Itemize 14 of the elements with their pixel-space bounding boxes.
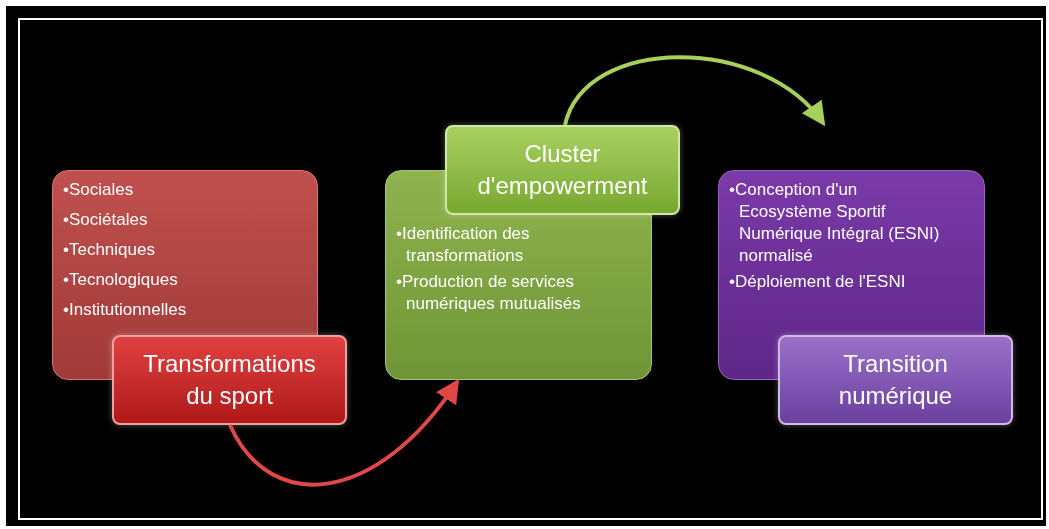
title-box: Transition numérique <box>778 335 1013 425</box>
curved-arrow <box>563 55 826 127</box>
bullet-item: •Déploiement de l'ESNI <box>729 271 907 293</box>
bullet-item: •Techniques <box>63 239 156 261</box>
bullet-item: •Production de services numériques mutualisés <box>396 271 582 315</box>
bullet-item: •Institutionnelles <box>63 299 188 321</box>
bullet-item: •Sociales <box>63 179 135 201</box>
bullet-item: •Tecnologiques <box>63 269 179 291</box>
bullet-item: •Conception d'un Ecosystème Sportif Numérique Intégral (ESNI) normalisé <box>729 179 941 267</box>
title-box: Transformations du sport <box>112 335 347 425</box>
curved-arrow <box>228 378 460 487</box>
bullet-item: •Identification des transformations <box>396 223 531 267</box>
title-box: Cluster d'empowerment <box>445 125 680 215</box>
bullet-item: •Sociétales <box>63 209 149 231</box>
